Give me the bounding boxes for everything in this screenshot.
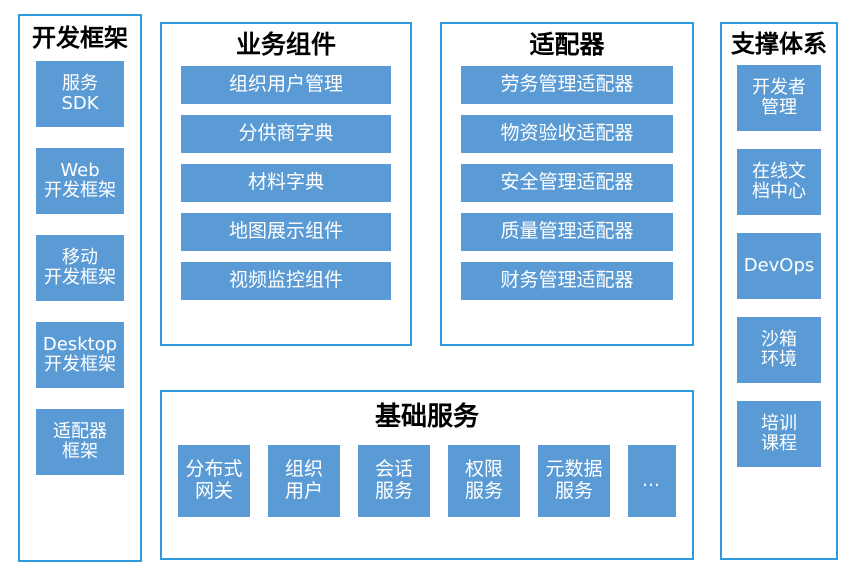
panel-base-services: 基础服务 分布式 网关 组织 用户 会话 服务 权限 服务 元数据 服务 xyxy=(160,390,694,560)
item-line-2: 框架 xyxy=(62,441,98,463)
dev-framework-item-desktop[interactable]: Desktop 开发框架 xyxy=(36,322,124,389)
adapter-item-finance-management[interactable]: 财务管理适配器 xyxy=(461,262,673,301)
adapters-item-list: 劳务管理适配器 物资验收适配器 安全管理适配器 质量管理适配器 财务管理适配器 xyxy=(461,66,673,301)
adapter-item-quality-management[interactable]: 质量管理适配器 xyxy=(461,213,673,252)
business-item-video-monitor-component[interactable]: 视频监控组件 xyxy=(181,262,391,301)
item-line-2: 网关 xyxy=(194,480,233,503)
item-line-1: 组织 xyxy=(284,458,323,481)
panel-title-adapters: 适配器 xyxy=(529,30,605,59)
dev-framework-item-list: 服务 SDK Web 开发框架 移动 开发框架 Desktop 开发框架 适配器… xyxy=(36,61,124,476)
item-line-1: 移动 xyxy=(62,246,98,268)
base-service-item-session-service[interactable]: 会话 服务 xyxy=(358,445,430,518)
panel-title-base-services: 基础服务 xyxy=(374,402,479,432)
item-line-2: 开发框架 xyxy=(44,267,116,289)
item-line-1: 元数据 xyxy=(545,458,603,481)
adapter-item-labor-management[interactable]: 劳务管理适配器 xyxy=(461,66,673,105)
base-service-item-more[interactable]: … xyxy=(628,445,676,518)
item-line-2: 服务 xyxy=(464,480,503,503)
ellipsis-icon: … xyxy=(642,469,662,491)
item-line-1: 服务 xyxy=(62,72,98,94)
business-item-supplier-dictionary[interactable]: 分供商字典 xyxy=(181,115,391,154)
adapter-item-safety-management[interactable]: 安全管理适配器 xyxy=(461,164,673,203)
item-line-2: 开发框架 xyxy=(44,354,116,376)
support-system-item-list: 开发者 管理 在线文 档中心 DevOps 沙箱 环境 培训 课程 xyxy=(737,65,821,468)
item-line-2: 开发框架 xyxy=(44,180,116,202)
business-item-map-display-component[interactable]: 地图展示组件 xyxy=(181,213,391,252)
item-line-2: 管理 xyxy=(761,97,797,119)
item-line-1: 会话 xyxy=(374,458,413,481)
business-components-item-list: 组织用户管理 分供商字典 材料字典 地图展示组件 视频监控组件 xyxy=(181,66,391,301)
item-line-1: Web xyxy=(60,159,100,181)
dev-framework-item-mobile[interactable]: 移动 开发框架 xyxy=(36,235,124,302)
item-line-2: 服务 xyxy=(374,480,413,503)
item-line-2: 服务 xyxy=(554,480,593,503)
base-service-item-org-user[interactable]: 组织 用户 xyxy=(268,445,340,518)
panel-title-business-components: 业务组件 xyxy=(235,30,336,59)
item-line-2: 环境 xyxy=(761,349,797,371)
panel-dev-framework: 开发框架 服务 SDK Web 开发框架 移动 开发框架 Desktop 开发框… xyxy=(18,14,142,562)
dev-framework-item-adapter[interactable]: 适配器 框架 xyxy=(36,409,124,476)
base-services-item-list: 分布式 网关 组织 用户 会话 服务 权限 服务 元数据 服务 … xyxy=(178,445,676,518)
support-item-online-doc-center[interactable]: 在线文 档中心 xyxy=(737,149,821,216)
adapter-item-material-acceptance[interactable]: 物资验收适配器 xyxy=(461,115,673,154)
item-line-1: 适配器 xyxy=(53,420,107,442)
base-service-item-permission-service[interactable]: 权限 服务 xyxy=(448,445,520,518)
panel-title-support-system: 支撑体系 xyxy=(731,30,827,58)
item-line-1: 在线文 xyxy=(752,160,806,182)
item-line-1: DevOps xyxy=(743,254,815,276)
item-line-2: SDK xyxy=(61,93,99,115)
panel-business-components: 业务组件 组织用户管理 分供商字典 材料字典 地图展示组件 视频监控组件 xyxy=(160,22,412,346)
item-line-1: Desktop xyxy=(42,333,118,355)
dev-framework-item-web[interactable]: Web 开发框架 xyxy=(36,148,124,215)
support-item-training-courses[interactable]: 培训 课程 xyxy=(737,401,821,468)
panel-support-system: 支撑体系 开发者 管理 在线文 档中心 DevOps 沙箱 环境 培训 课程 xyxy=(720,22,838,560)
base-service-item-distributed-gateway[interactable]: 分布式 网关 xyxy=(178,445,250,518)
item-line-1: 沙箱 xyxy=(761,328,797,350)
item-line-1: 培训 xyxy=(761,412,797,434)
item-line-1: 分布式 xyxy=(185,458,243,481)
item-line-1: 开发者 xyxy=(752,76,806,98)
panel-title-dev-framework: 开发框架 xyxy=(32,24,128,52)
item-line-2: 课程 xyxy=(761,433,797,455)
base-service-item-metadata-service[interactable]: 元数据 服务 xyxy=(538,445,610,518)
item-line-1: 权限 xyxy=(464,458,503,481)
support-item-devops[interactable]: DevOps xyxy=(737,233,821,300)
dev-framework-item-service-sdk[interactable]: 服务 SDK xyxy=(36,61,124,128)
item-line-2: 用户 xyxy=(284,480,323,503)
support-item-sandbox-environment[interactable]: 沙箱 环境 xyxy=(737,317,821,384)
support-item-developer-management[interactable]: 开发者 管理 xyxy=(737,65,821,132)
item-line-2: 档中心 xyxy=(752,181,806,203)
panel-adapters: 适配器 劳务管理适配器 物资验收适配器 安全管理适配器 质量管理适配器 财务管理… xyxy=(440,22,694,346)
business-item-org-user-management[interactable]: 组织用户管理 xyxy=(181,66,391,105)
business-item-material-dictionary[interactable]: 材料字典 xyxy=(181,164,391,203)
